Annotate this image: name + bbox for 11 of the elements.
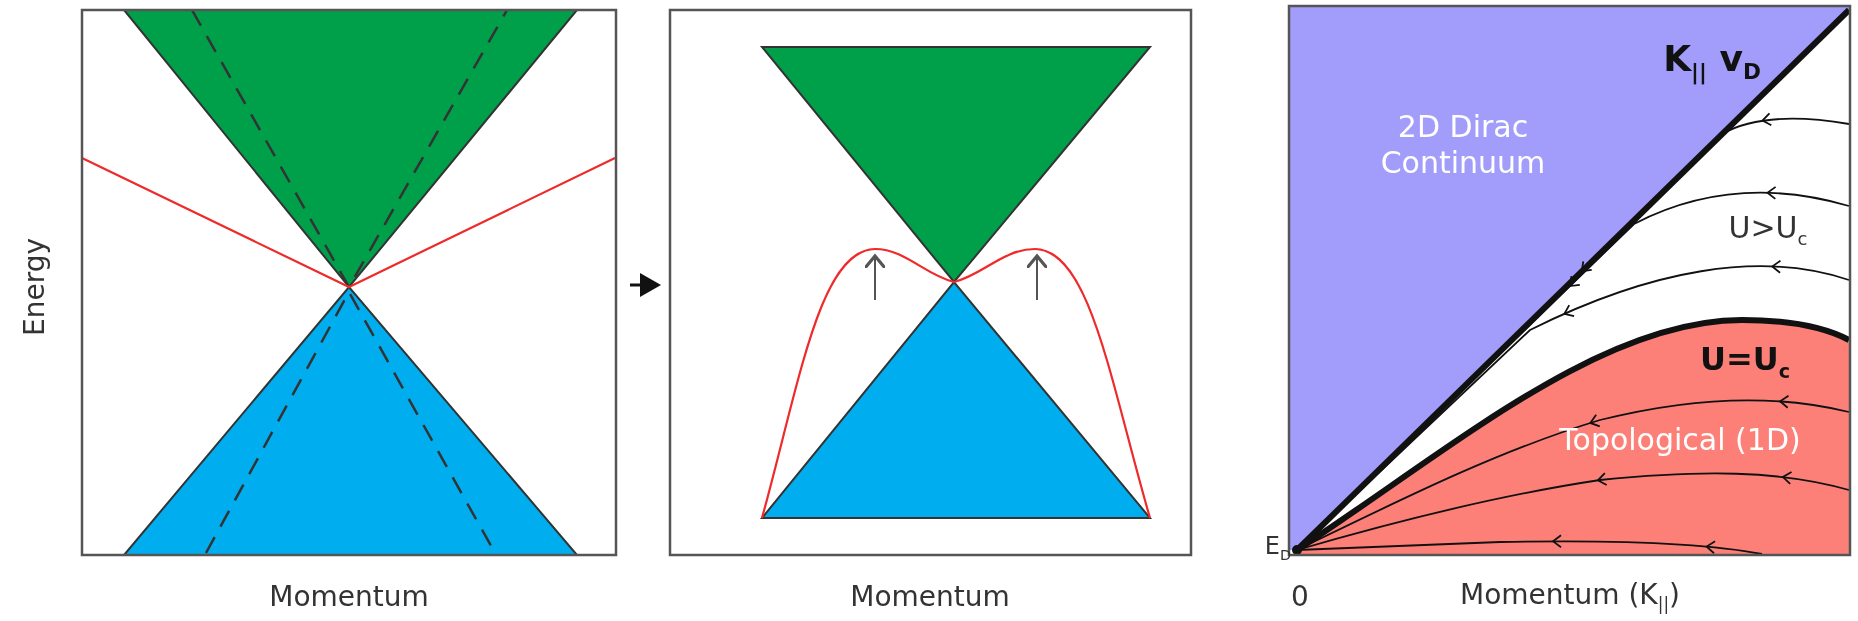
- axis-label: Momentum (K$_{||}$): [1460, 580, 1680, 614]
- curve-label: U=U$_{c}$: [1699, 343, 1791, 381]
- axis-tick-label: E$_{D}$: [1264, 533, 1292, 563]
- region-label: 2D Dirac Continuum: [1379, 109, 1547, 181]
- curve-label: U>U$_{c}$: [1728, 212, 1808, 248]
- axis-tick-label: 0: [1291, 583, 1309, 611]
- axis-label: Momentum: [850, 583, 1010, 611]
- axis-label: Energy: [21, 238, 49, 336]
- curve-label: K$_{||}$ v$_{D}$: [1663, 41, 1761, 83]
- axis-label: Momentum: [269, 583, 429, 611]
- region-label: Topological (1D): [1559, 425, 1801, 455]
